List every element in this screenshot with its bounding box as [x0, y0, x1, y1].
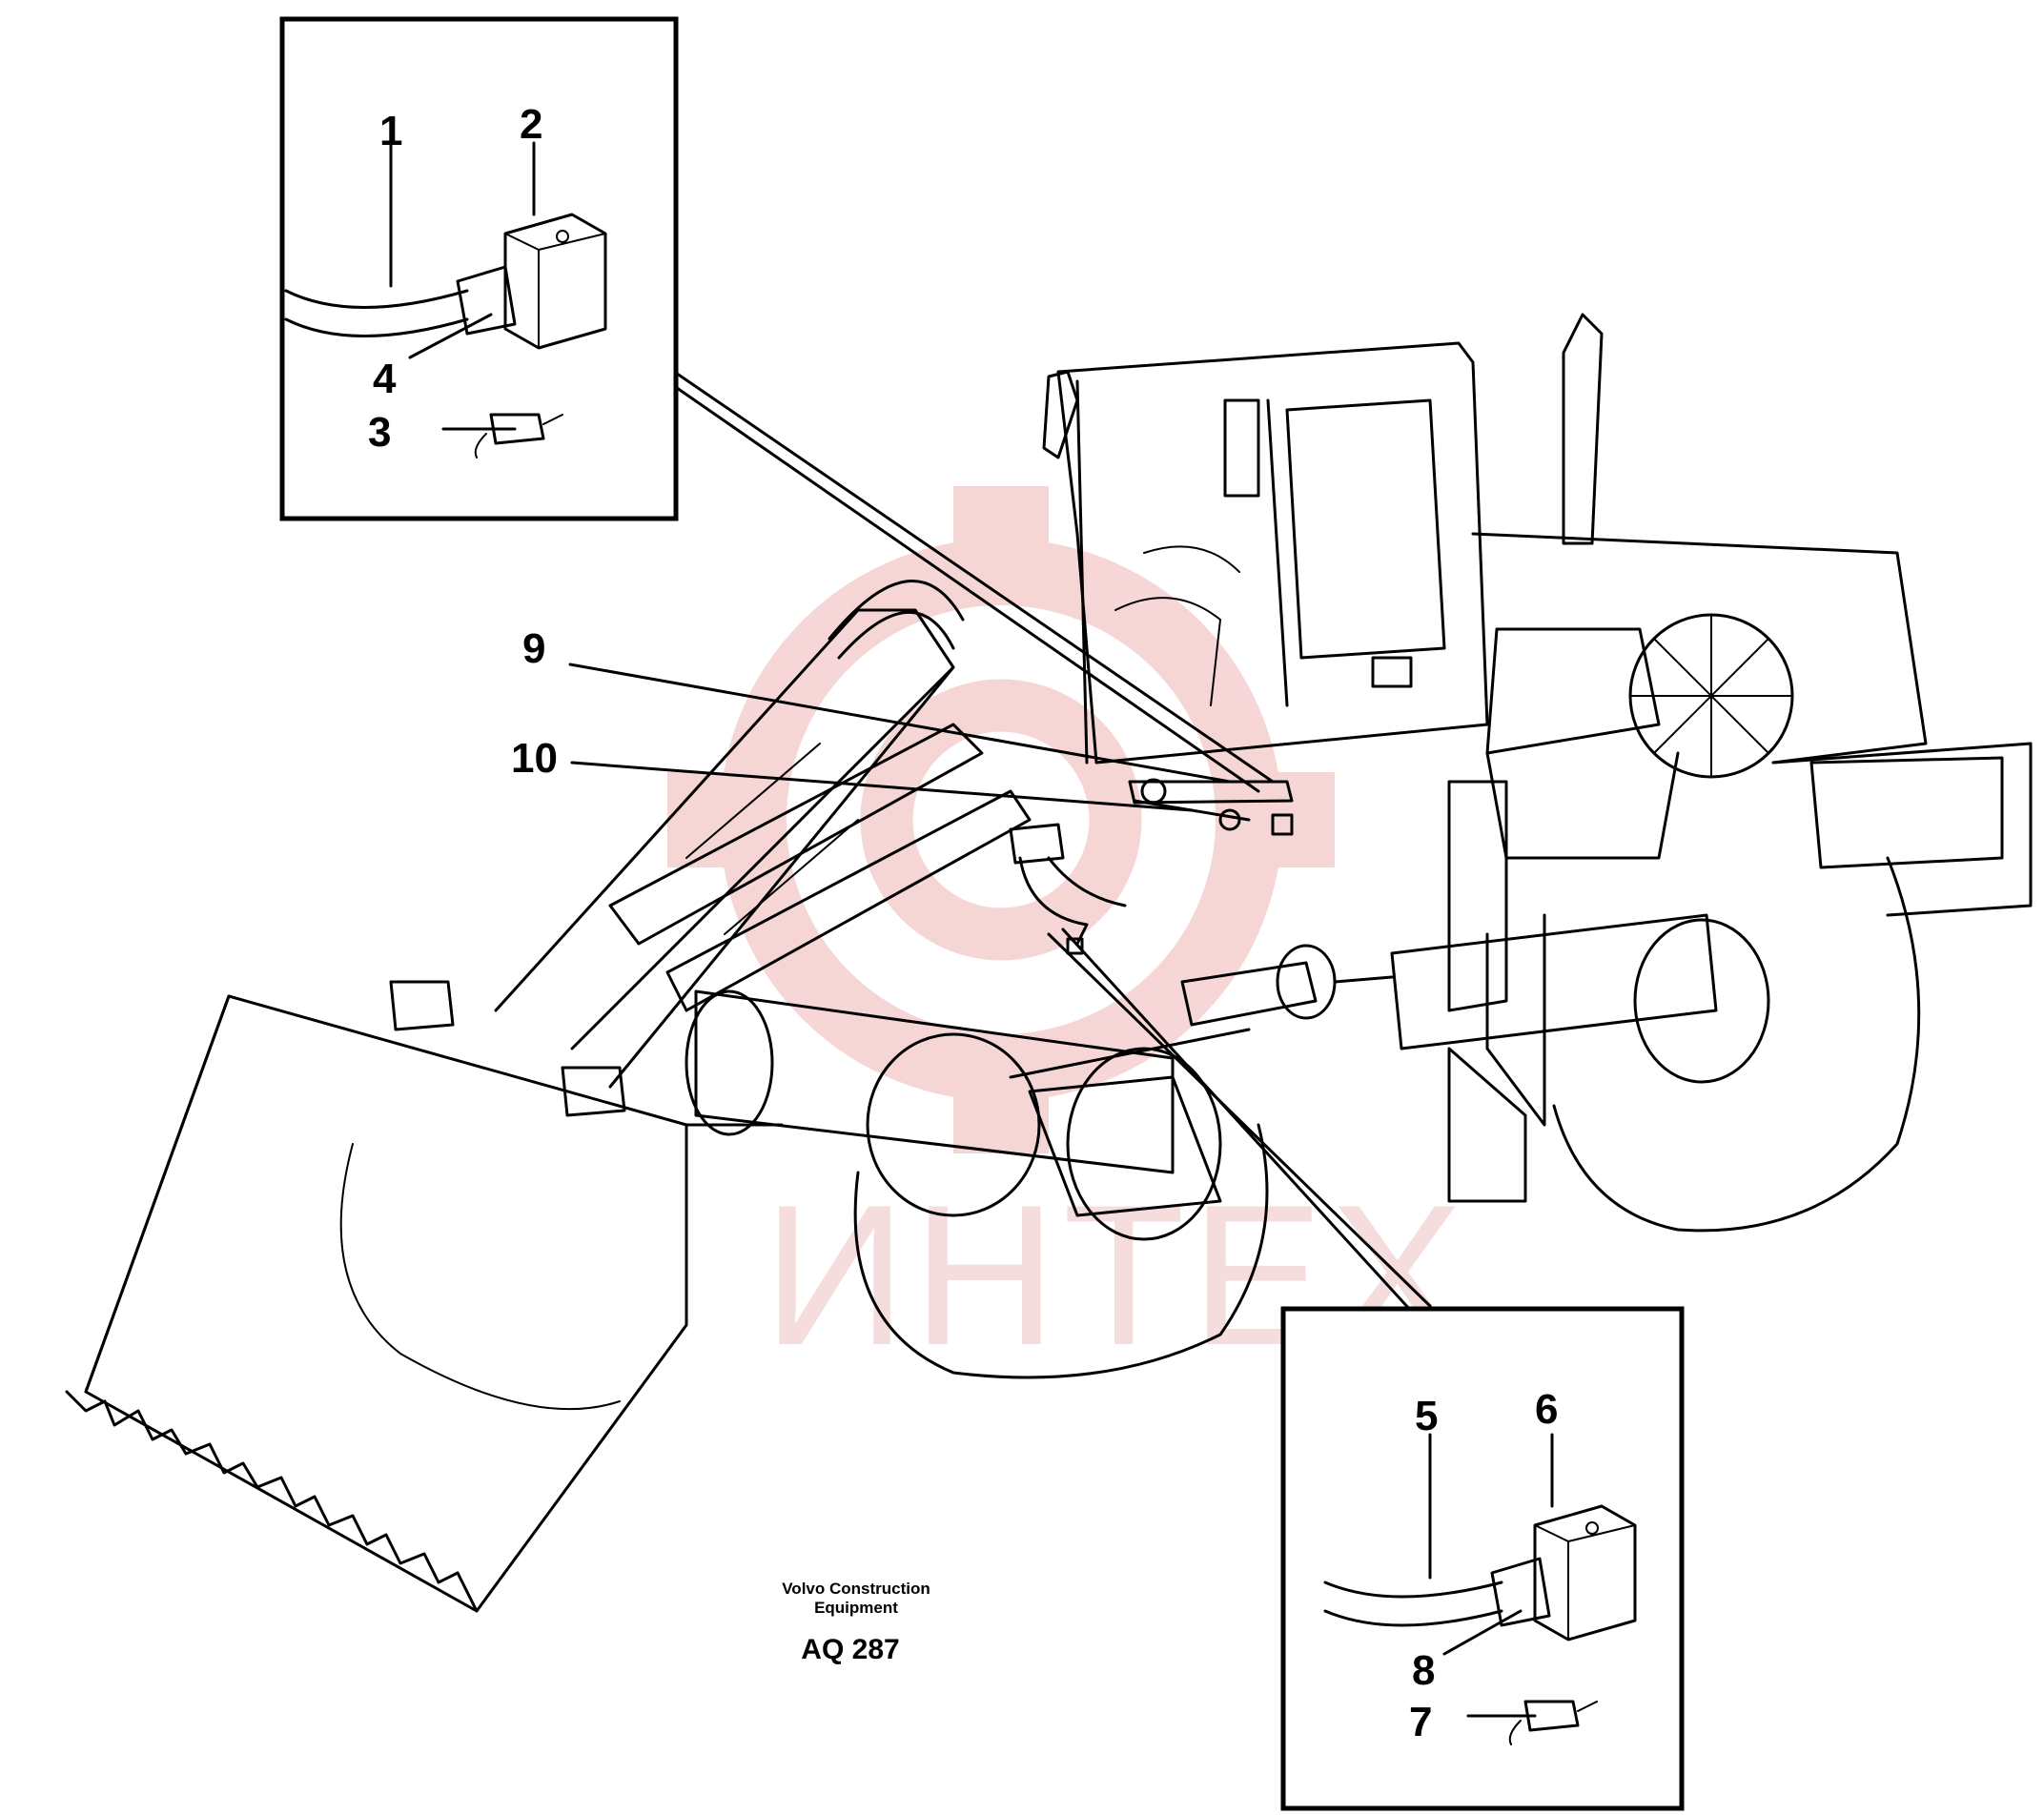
callout-10: 10: [511, 735, 558, 782]
leader-line-inset-bottom-b: [1061, 928, 1413, 1313]
callout-4: 4: [373, 356, 397, 402]
leader-line-inset-top: [665, 365, 1275, 784]
watermark-logo: [667, 486, 1335, 1153]
leader-line-inset-top-b: [665, 379, 1260, 793]
loader-bucket: [65, 980, 784, 1613]
caption-manufacturer-line1: Volvo Construction: [782, 1580, 930, 1598]
caption-code: AQ 287: [801, 1634, 899, 1665]
inset-bottom: [1280, 1306, 1685, 1811]
callout-5: 5: [1415, 1393, 1438, 1439]
callout-8: 8: [1412, 1647, 1435, 1694]
front-axle: [685, 989, 1269, 1379]
callout-9: 9: [522, 625, 545, 672]
leader-line-9: [568, 663, 1232, 784]
loader-cab: [1042, 341, 1489, 765]
drive-shaft: [1180, 944, 1394, 1027]
leader-line-inset-bottom: [1047, 932, 1432, 1308]
callout-7: 7: [1409, 1699, 1432, 1745]
leader-line-10: [570, 761, 1194, 812]
callout-1: 1: [379, 108, 402, 154]
caption-manufacturer-line2: Equipment: [814, 1599, 898, 1617]
callout-3: 3: [368, 409, 391, 456]
callout-6: 6: [1535, 1386, 1558, 1433]
rear-axle: [1390, 856, 1921, 1233]
lift-arms: [494, 580, 1032, 1089]
callout-2: 2: [520, 101, 542, 148]
harness-detail: [1009, 778, 1294, 955]
inset-top: [279, 16, 679, 521]
engine-hood: [1447, 313, 2033, 1012]
